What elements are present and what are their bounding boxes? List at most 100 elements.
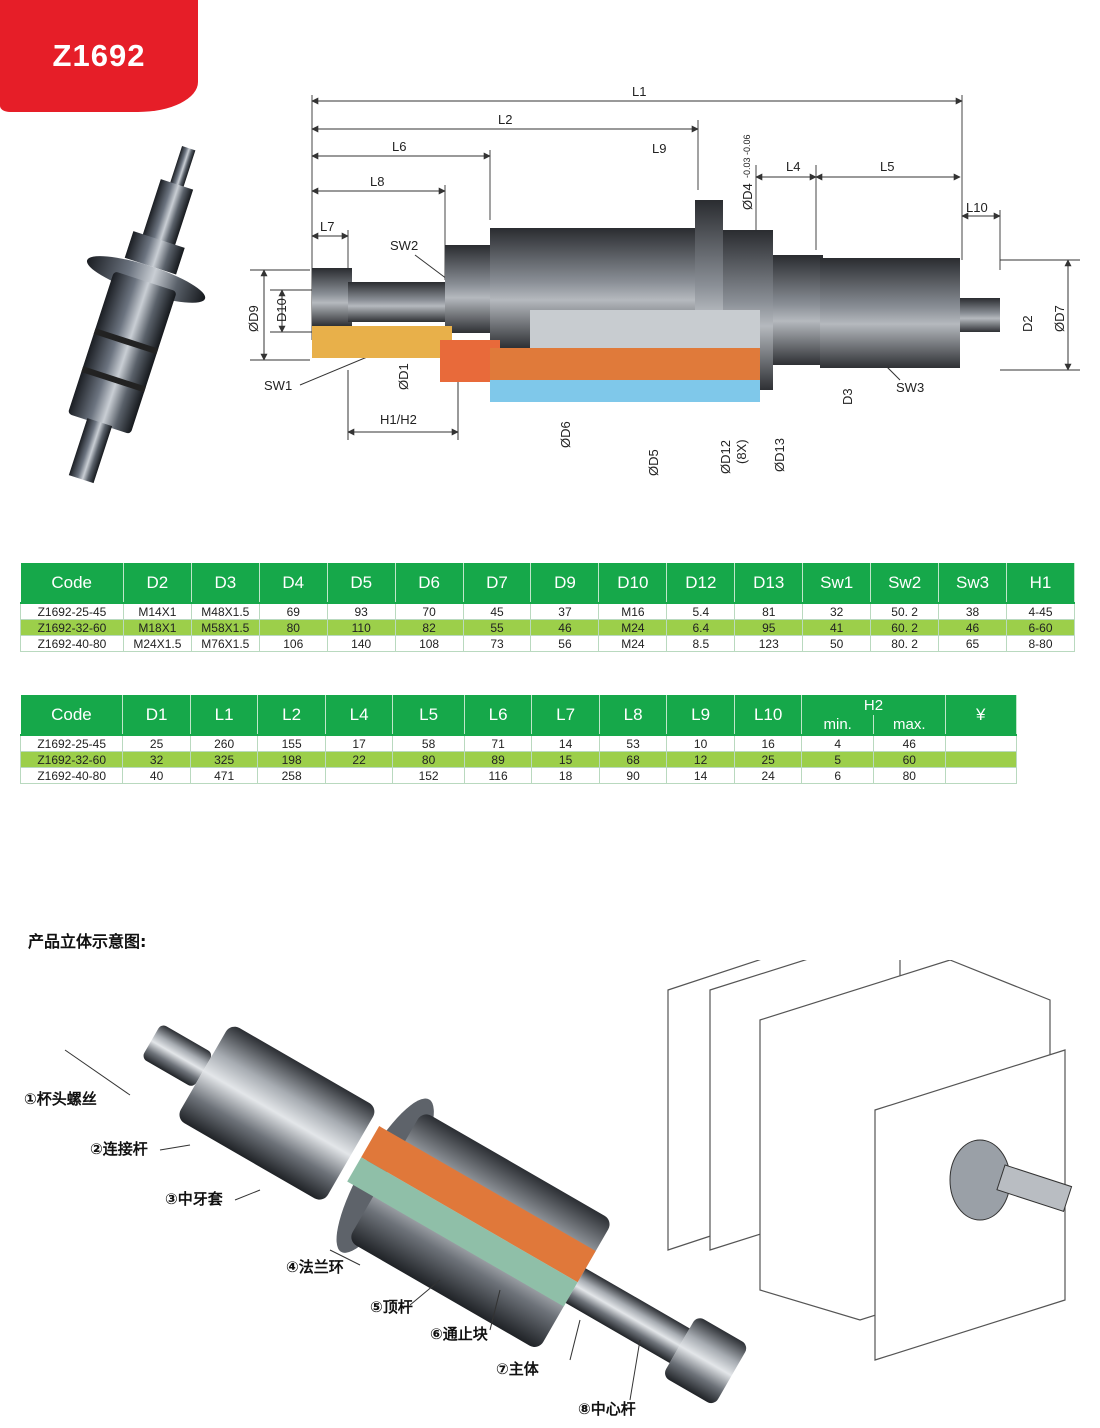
col-header: H1 bbox=[1006, 563, 1075, 603]
spec-table-2: Code D1 L1 L2 L4 L5 L6 L7 L8 L9 L10 H2 ¥… bbox=[19, 695, 1018, 784]
value-cell: M14X1 bbox=[122, 602, 192, 620]
col-header: D7 bbox=[463, 563, 532, 603]
col-header: L8 bbox=[599, 695, 668, 735]
value-cell: 4 bbox=[801, 734, 874, 752]
value-cell: 140 bbox=[326, 635, 396, 652]
technical-drawing: L1 L2 L6 L8 L7 L9 L4 L5 L10 SW2 SW1 SW3 … bbox=[246, 84, 1080, 476]
col-header: D13 bbox=[734, 563, 804, 603]
value-cell: 81 bbox=[734, 602, 804, 620]
value-cell: 123 bbox=[734, 635, 804, 652]
label-SW3: SW3 bbox=[896, 380, 924, 395]
col-header: L10 bbox=[734, 695, 803, 735]
value-cell bbox=[944, 751, 1018, 768]
code-cell: Z1692-25-45 bbox=[19, 734, 124, 752]
value-cell: 110 bbox=[326, 619, 396, 636]
col-header: D5 bbox=[327, 563, 396, 603]
value-cell: 25 bbox=[733, 751, 803, 768]
value-cell: 37 bbox=[530, 602, 600, 620]
assembly-illustration bbox=[64, 960, 1073, 1404]
value-cell: 68 bbox=[598, 751, 668, 768]
value-cell: 93 bbox=[326, 602, 396, 620]
col-header: L6 bbox=[464, 695, 533, 735]
value-cell bbox=[324, 767, 394, 784]
value-cell: M18X1 bbox=[122, 619, 192, 636]
col-header: Sw2 bbox=[870, 563, 940, 603]
dim-L8: L8 bbox=[370, 174, 384, 189]
col-header: D6 bbox=[395, 563, 464, 603]
dim-D4: ØD4 bbox=[740, 183, 755, 210]
value-cell: 152 bbox=[392, 767, 465, 784]
value-cell: 58 bbox=[392, 734, 465, 752]
value-cell: 116 bbox=[463, 767, 533, 784]
part-label: ⑦主体 bbox=[496, 1360, 539, 1378]
dim-D2: D2 bbox=[1020, 315, 1035, 332]
section-caption: 产品立体示意图: bbox=[28, 932, 147, 951]
value-cell: M16 bbox=[598, 602, 668, 620]
col-header-h2-min: min. bbox=[801, 715, 874, 735]
col-header: L2 bbox=[257, 695, 326, 735]
part-label: ③中牙套 bbox=[165, 1190, 223, 1208]
dim-L1: L1 bbox=[632, 84, 646, 99]
label-SW1: SW1 bbox=[264, 378, 292, 393]
col-header: D4 bbox=[259, 563, 328, 603]
col-header-h2-max: max. bbox=[873, 715, 946, 735]
value-cell: M58X1.5 bbox=[190, 619, 260, 636]
col-header: D2 bbox=[123, 563, 192, 603]
value-cell: M48X1.5 bbox=[190, 602, 260, 620]
value-cell: 325 bbox=[189, 751, 259, 768]
value-cell: 73 bbox=[462, 635, 532, 652]
value-cell: 46 bbox=[872, 734, 946, 752]
value-cell: 65 bbox=[938, 635, 1008, 652]
value-cell: 18 bbox=[531, 767, 600, 784]
value-cell: 198 bbox=[257, 751, 326, 768]
code-cell: Z1692-40-80 bbox=[19, 767, 124, 784]
value-cell: 8.5 bbox=[666, 635, 736, 652]
col-header: D10 bbox=[598, 563, 668, 603]
col-header: L9 bbox=[666, 695, 735, 735]
value-cell: 71 bbox=[463, 734, 533, 752]
value-cell: 40 bbox=[122, 767, 191, 784]
value-cell: 60 bbox=[872, 751, 946, 768]
col-header-price: ¥ bbox=[945, 695, 1018, 735]
col-header-h2: H2 bbox=[801, 695, 946, 715]
dim-L9: L9 bbox=[652, 141, 666, 156]
value-cell: 17 bbox=[324, 734, 394, 752]
product-code-badge: Z1692 bbox=[0, 0, 198, 112]
dim-L10: L10 bbox=[966, 200, 988, 215]
product-photo bbox=[68, 146, 206, 484]
value-cell: 69 bbox=[258, 602, 328, 620]
value-cell: 80 bbox=[392, 751, 465, 768]
value-cell: 6 bbox=[801, 767, 874, 784]
dim-L5: L5 bbox=[880, 159, 894, 174]
value-cell: 70 bbox=[394, 602, 464, 620]
value-cell: M24 bbox=[598, 635, 668, 652]
value-cell: 95 bbox=[734, 619, 804, 636]
value-cell: 155 bbox=[257, 734, 326, 752]
spec-table-1: Code D2 D3 D4 D5 D6 D7 D9 D10 D12 D13 Sw… bbox=[20, 563, 1075, 652]
code-cell: Z1692-40-80 bbox=[20, 635, 124, 652]
col-header: D9 bbox=[530, 563, 600, 603]
value-cell: 41 bbox=[802, 619, 872, 636]
product-code: Z1692 bbox=[52, 38, 146, 73]
label-SW2: SW2 bbox=[390, 238, 418, 253]
value-cell: 260 bbox=[189, 734, 259, 752]
dim-D6: ØD6 bbox=[558, 421, 573, 448]
col-header: D3 bbox=[191, 563, 260, 603]
value-cell: 108 bbox=[394, 635, 464, 652]
value-cell: 4-45 bbox=[1006, 602, 1075, 620]
dim-D10: D10 bbox=[274, 298, 289, 322]
col-header: Sw1 bbox=[802, 563, 872, 603]
part-label: ①杯头螺丝 bbox=[24, 1090, 97, 1108]
dim-L2: L2 bbox=[498, 112, 512, 127]
value-cell: 12 bbox=[666, 751, 735, 768]
dim-D12: ØD12 bbox=[718, 440, 733, 474]
value-cell: 32 bbox=[122, 751, 191, 768]
dim-D4-tol: -0.03 -0.06 bbox=[742, 134, 752, 178]
value-cell bbox=[944, 767, 1018, 784]
value-cell: 6.4 bbox=[666, 619, 736, 636]
dim-D1: ØD1 bbox=[396, 363, 411, 390]
value-cell: 14 bbox=[666, 767, 735, 784]
value-cell: 258 bbox=[257, 767, 326, 784]
